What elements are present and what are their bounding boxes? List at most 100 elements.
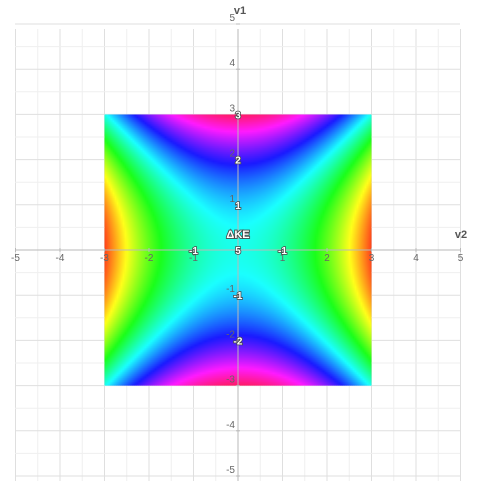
heatmap-cell [114,196,117,199]
heatmap-cell [108,236,111,239]
heatmap-cell [164,312,167,315]
heatmap-cell [136,184,139,187]
heatmap-cell [152,190,155,193]
heatmap-cell [118,298,121,301]
heatmap-cell [152,312,155,315]
heatmap-cell [168,202,171,205]
heatmap-cell [136,286,139,289]
heatmap-cell [106,314,109,317]
heatmap-cell [114,116,117,119]
heatmap-cell [170,230,173,233]
heatmap-cell [110,130,113,133]
heatmap-cell [130,370,133,373]
heatmap-cell [170,278,173,281]
heatmap-cell [150,262,153,265]
heatmap-cell [110,318,113,321]
heatmap-cell [170,308,173,311]
heatmap-cell [132,332,135,335]
heatmap-cell [118,214,121,217]
heatmap-cell [136,176,139,179]
heatmap-cell [142,346,145,349]
heatmap-cell [168,212,171,215]
heatmap-cell [118,282,121,285]
heatmap-cell [172,348,175,351]
heatmap-cell [160,132,163,135]
heatmap-cell [114,330,117,333]
heatmap-cell [128,380,131,383]
heatmap-cell [158,314,161,317]
heatmap-cell [174,250,177,253]
heatmap-cell [174,274,177,277]
heatmap-cell [140,268,143,271]
heatmap-cell [150,228,153,231]
heatmap-cell [156,250,159,253]
heatmap-cell [114,258,117,261]
heatmap-cell [162,354,165,357]
heatmap-cell [158,126,161,129]
heatmap-cell [138,168,141,171]
heatmap-cell [138,176,141,179]
heatmap-cell [104,124,107,127]
heatmap-cell [134,252,137,255]
heatmap-cell [104,268,107,271]
heatmap-cell [124,384,127,386]
heatmap-cell [150,164,153,167]
heatmap-cell [132,152,135,155]
heatmap-cell [116,320,119,323]
heatmap-cell [122,230,125,233]
heatmap-cell [146,324,149,327]
heatmap-cell [112,358,115,361]
heatmap-cell [114,232,117,235]
heatmap-cell [128,298,131,301]
heatmap-cell [110,212,113,215]
heatmap-cell [130,336,133,339]
heatmap-cell [120,364,123,367]
heatmap-cell [148,114,151,117]
heatmap-cell [174,166,177,169]
heatmap-cell [142,184,145,187]
heatmap-cell [104,332,107,335]
heatmap-cell [154,302,157,305]
heatmap-cell [128,172,131,175]
heatmap-cell [122,232,125,235]
heatmap-cell [124,216,127,219]
heatmap-cell [122,240,125,243]
heatmap-cell [172,200,175,203]
heatmap-cell [138,178,141,181]
heatmap-cell [118,134,121,137]
heatmap-cell [172,294,175,297]
heatmap-cell [150,242,153,245]
heatmap-cell [172,320,175,323]
heatmap-cell [116,334,119,337]
heatmap-cell [170,260,173,263]
heatmap-cell [118,270,121,273]
heatmap-cell [166,134,169,137]
heatmap-cell [136,216,139,219]
heatmap-cell [158,118,161,121]
heatmap-cell [172,298,175,301]
heatmap-cell [172,146,175,149]
heatmap-cell [142,234,145,237]
heatmap-cell [122,374,125,377]
heatmap-cell [112,150,115,153]
heatmap-cell [160,120,163,123]
heatmap-cell [154,322,157,325]
heatmap-cell [160,286,163,289]
heatmap-cell [144,130,147,133]
heatmap-cell [108,360,111,363]
heatmap-cell [152,322,155,325]
heatmap-cell [138,264,141,267]
heatmap-cell [172,350,175,353]
heatmap-cell [136,274,139,277]
heatmap-cell [114,152,117,155]
heatmap-cell [136,346,139,349]
heatmap-cell [106,138,109,141]
heatmap-cell [124,308,127,311]
heatmap-cell [148,234,151,237]
heatmap-cell [146,126,149,129]
heatmap-cell [144,320,147,323]
heatmap-cell [162,284,165,287]
heatmap-cell [172,336,175,339]
heatmap-cell [132,322,135,325]
heatmap-cell [124,314,127,317]
